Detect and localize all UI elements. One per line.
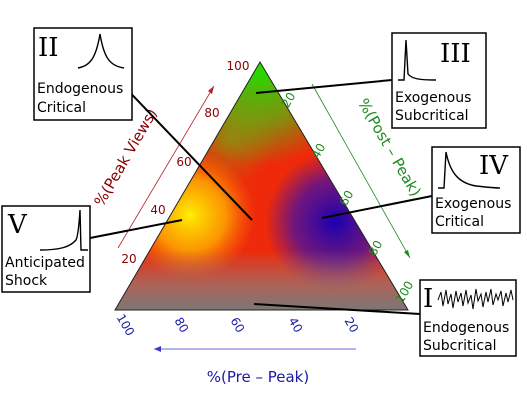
bottom-tick-20: 20 <box>342 315 362 335</box>
bottom-tick-100: 100 <box>114 312 138 339</box>
bottom-tick-80: 80 <box>172 315 192 335</box>
bottom-tick-60: 60 <box>228 315 248 335</box>
class-IV-line2: Critical <box>435 214 484 230</box>
class-II-line2: Critical <box>37 100 86 116</box>
right-tick-40: 40 <box>309 141 329 161</box>
connector-III <box>255 79 393 94</box>
bottom-tick-40: 40 <box>286 315 306 335</box>
class-III-line2: Subcritical <box>395 108 469 124</box>
class-III-box: III Exogenous Subcritical <box>391 32 487 129</box>
class-V-line2: Shock <box>5 273 48 289</box>
class-IV-roman: IV <box>479 151 509 181</box>
class-I-line1: Endogenous <box>423 320 509 336</box>
class-I-line2: Subcritical <box>423 338 497 354</box>
noise-icon <box>437 288 514 310</box>
power-law-decay-icon <box>438 151 501 189</box>
peak-icon <box>77 33 125 69</box>
class-IV-line1: Exogenous <box>435 196 511 212</box>
bottom-axis-title: %(Pre – Peak) <box>207 368 309 386</box>
left-tick-60: 60 <box>176 155 191 169</box>
connector-V <box>89 219 183 239</box>
class-II-box: II Endogenous Critical <box>33 27 133 121</box>
class-III-line1: Exogenous <box>395 90 471 106</box>
connector-lines <box>89 79 433 315</box>
right-tick-80: 80 <box>366 238 386 258</box>
bottom-axis-ticks: 100 80 60 40 20 <box>114 312 362 339</box>
spike-decay-icon <box>398 39 437 81</box>
pre-peak-arrow <box>154 346 356 352</box>
right-tick-60: 60 <box>337 188 357 208</box>
class-II-roman: II <box>38 33 59 63</box>
class-I-box: I Endogenous Subcritical <box>419 279 517 357</box>
left-axis-ticks: 100 80 60 40 20 <box>121 59 249 266</box>
ternary-triangle <box>114 61 409 311</box>
rise-drop-icon <box>39 209 88 251</box>
connector-II <box>117 79 253 221</box>
class-V-roman: V <box>7 210 28 240</box>
right-tick-100: 100 <box>393 279 417 306</box>
left-tick-20: 20 <box>121 252 136 266</box>
left-tick-40: 40 <box>150 203 165 217</box>
peak-views-arrow <box>117 85 215 249</box>
connector-IV <box>321 195 433 219</box>
post-peak-arrow <box>311 83 411 259</box>
right-tick-20: 20 <box>279 90 299 110</box>
class-V-box: V Anticipated Shock <box>1 205 91 293</box>
class-V-line1: Anticipated <box>5 255 85 271</box>
class-I-roman: I <box>423 284 433 314</box>
class-IV-box: IV Exogenous Critical <box>431 146 521 234</box>
left-tick-100: 100 <box>227 59 250 73</box>
class-III-roman: III <box>440 39 471 69</box>
connector-I <box>253 303 421 315</box>
class-II-line1: Endogenous <box>37 81 123 97</box>
left-tick-80: 80 <box>204 106 219 120</box>
